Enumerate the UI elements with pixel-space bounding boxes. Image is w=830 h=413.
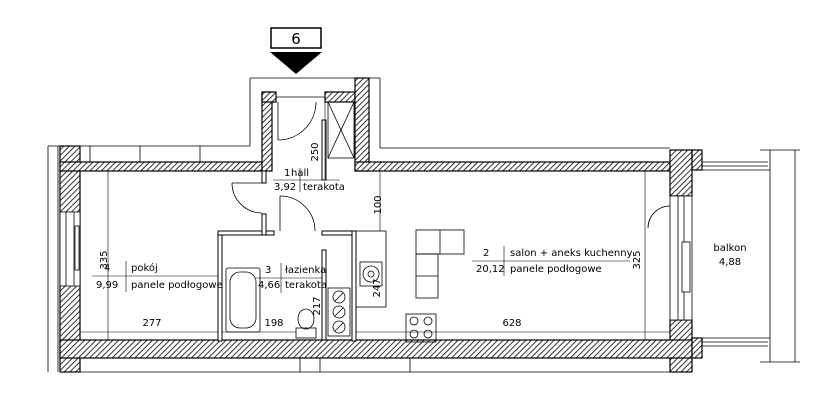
partitions	[217, 119, 357, 342]
room-name: salon + aneks kuchenny	[510, 248, 633, 259]
room-area: 9,99	[96, 280, 118, 291]
window-room4	[59, 211, 81, 287]
apartment-number: 6	[291, 30, 301, 48]
room-label-3: 3 łazienka 4,66 terakota	[256, 263, 327, 293]
room-number: 4	[104, 263, 110, 274]
balcony-name: balkon	[713, 243, 746, 254]
dimension-labels: 250 100 335 277 198 217 247 325 628	[99, 142, 643, 329]
room-name: łazienka	[285, 265, 326, 276]
dim-salon-width: 628	[502, 318, 521, 329]
balcony-railing	[702, 161, 768, 347]
room-floor: panele podłogowe	[131, 280, 223, 291]
room-label-4: 4 pokój 9,99 panele podłogowe	[92, 261, 223, 292]
room-area: 4,66	[258, 280, 280, 291]
room-label-1: 1 hall 3,92 terakota	[273, 168, 345, 193]
washbasin	[327, 287, 351, 337]
room-floor: terakota	[303, 182, 345, 193]
building-outline	[47, 77, 800, 373]
room-area: 3,92	[274, 182, 296, 193]
dim-room4-depth: 335	[99, 250, 110, 269]
dim-bath-width: 198	[264, 318, 283, 329]
dim-bath-small: 217	[312, 296, 323, 315]
dim-kitchen-small: 247	[372, 278, 383, 297]
room-area: 20,12	[476, 264, 505, 275]
room-floor: terakota	[285, 280, 327, 291]
dim-salon-depth: 325	[632, 250, 643, 269]
balcony-label: balkon 4,88	[713, 243, 746, 268]
toilet	[295, 308, 317, 339]
dim-hall-depth: 250	[310, 142, 321, 161]
room-number: 1	[284, 168, 290, 179]
entrance-door	[276, 96, 325, 141]
bathtub	[225, 267, 261, 333]
sofa	[415, 229, 465, 299]
balcony-door	[647, 195, 693, 321]
dim-passage: 100	[373, 195, 384, 214]
room-label-2: 2 salon + aneks kuchenny 20,12 panele po…	[472, 246, 633, 276]
dimension-lines	[80, 102, 670, 340]
room-floor: panele podłogowe	[510, 264, 602, 275]
apartment-marker: 6	[270, 27, 322, 74]
balcony-area: 4,88	[719, 257, 741, 268]
room-number: 3	[265, 265, 271, 276]
room-name: pokój	[131, 262, 158, 274]
room4-door	[231, 182, 263, 214]
kitchen-counter	[355, 230, 437, 343]
bathroom-door	[279, 195, 316, 232]
ventilation-shaft	[327, 101, 355, 159]
dim-room4-width: 277	[142, 318, 161, 329]
room-number: 2	[483, 248, 489, 259]
